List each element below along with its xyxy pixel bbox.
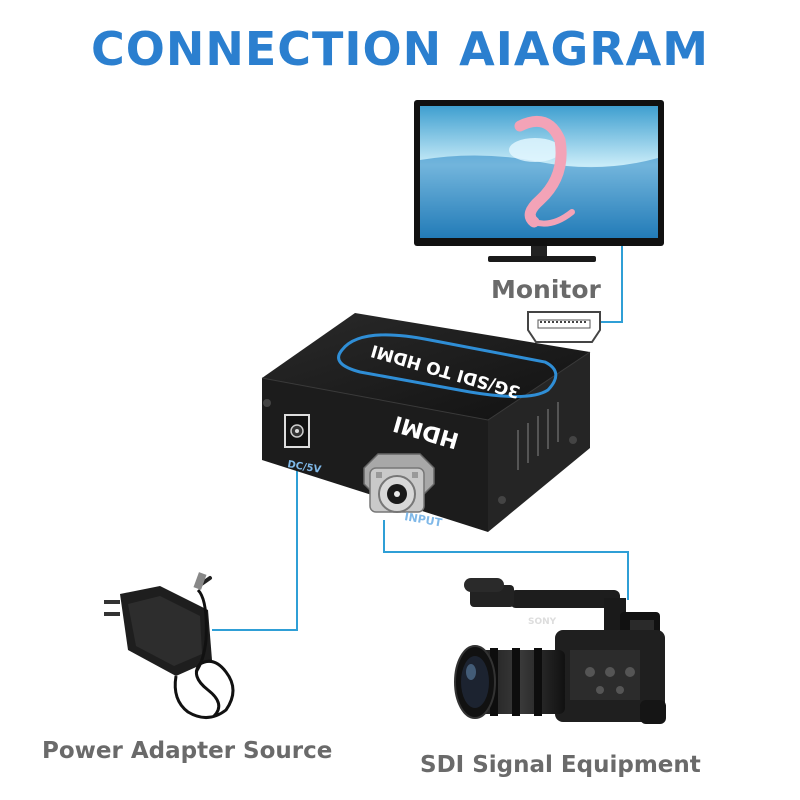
screw-icon xyxy=(263,399,271,407)
screw-icon xyxy=(498,496,506,504)
power-adapter-icon xyxy=(104,572,233,717)
dc-jack-port xyxy=(285,415,309,447)
camera-icon: SONY xyxy=(455,578,666,724)
hdmi-connector-icon xyxy=(528,312,600,342)
monitor-label: Monitor xyxy=(491,275,601,304)
screw-icon xyxy=(569,436,577,444)
monitor-cable xyxy=(600,246,622,322)
bnc-input-port xyxy=(364,454,434,512)
power-cable xyxy=(212,462,297,630)
converter-box: 3G/SDI TO HDMI HDMI DC/5V xyxy=(262,313,590,532)
sdi-equipment-label: SDI Signal Equipment xyxy=(420,752,701,778)
monitor-icon xyxy=(414,100,664,262)
camera-brand-label: SONY xyxy=(528,617,557,627)
power-adapter-label: Power Adapter Source xyxy=(42,738,332,764)
